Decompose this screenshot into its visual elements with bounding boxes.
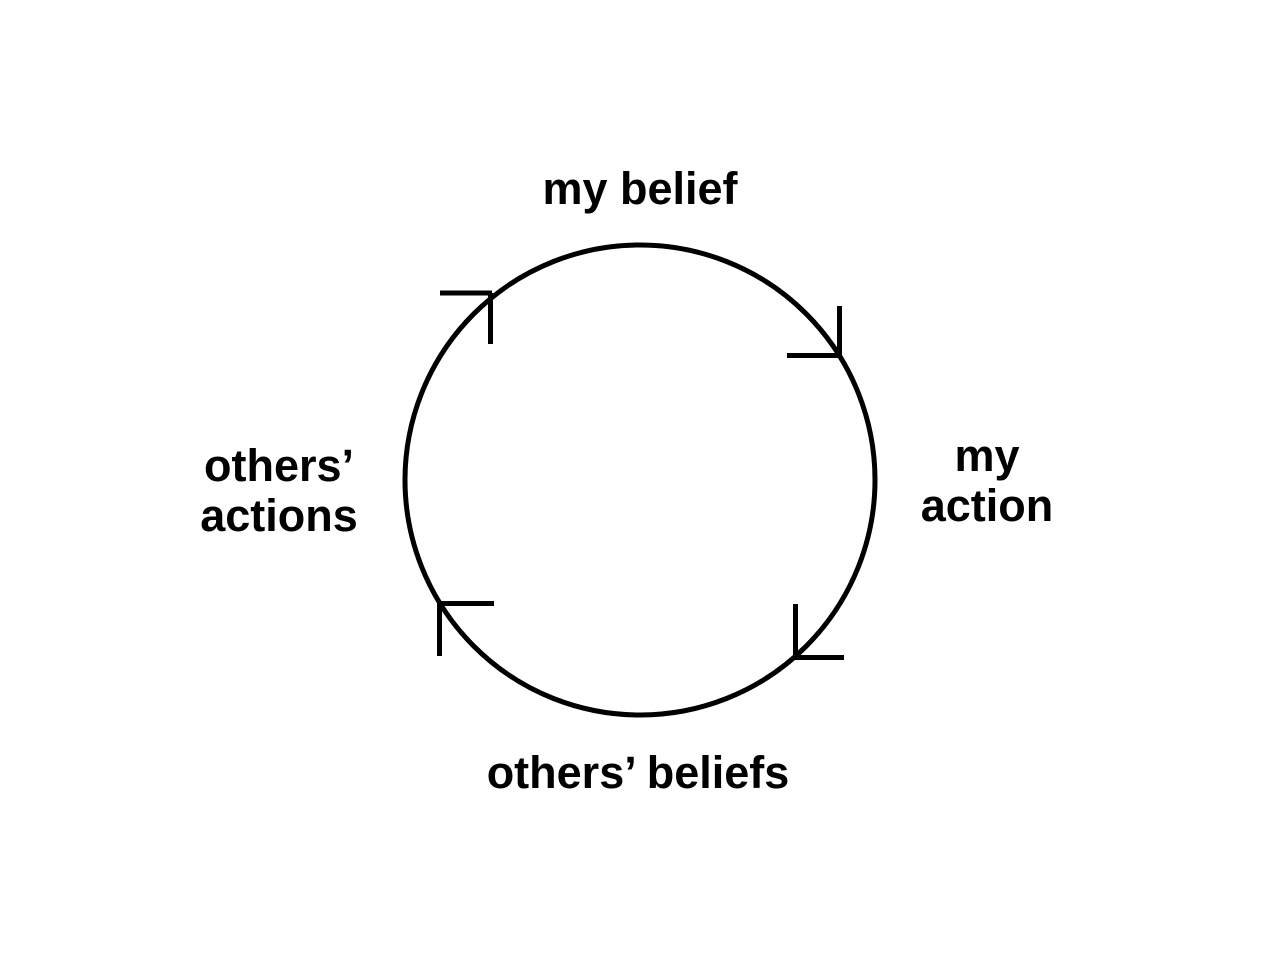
edge-arrow-others-beliefs-to-others-actions xyxy=(437,601,494,656)
edge-arrow-others-actions-to-my-belief xyxy=(440,290,493,344)
node-label-line: my belief xyxy=(542,163,738,214)
edge-arrow-my-action-to-others-beliefs xyxy=(793,604,844,660)
node-label-others-actions: others’ actions xyxy=(179,441,379,541)
node-label-line: others’ beliefs xyxy=(486,747,790,798)
node-label-line: action xyxy=(920,480,1054,531)
edge-arrow-my-belief-to-my-action xyxy=(787,306,842,358)
node-label-my-belief: my belief xyxy=(440,164,840,214)
node-label-line: actions xyxy=(200,490,358,541)
node-label-my-action: my action xyxy=(887,431,1087,531)
node-label-line: others’ xyxy=(203,440,355,491)
node-label-others-beliefs: others’ beliefs xyxy=(388,748,888,798)
cycle-circle xyxy=(402,242,878,718)
node-label-line: my xyxy=(954,430,1020,481)
